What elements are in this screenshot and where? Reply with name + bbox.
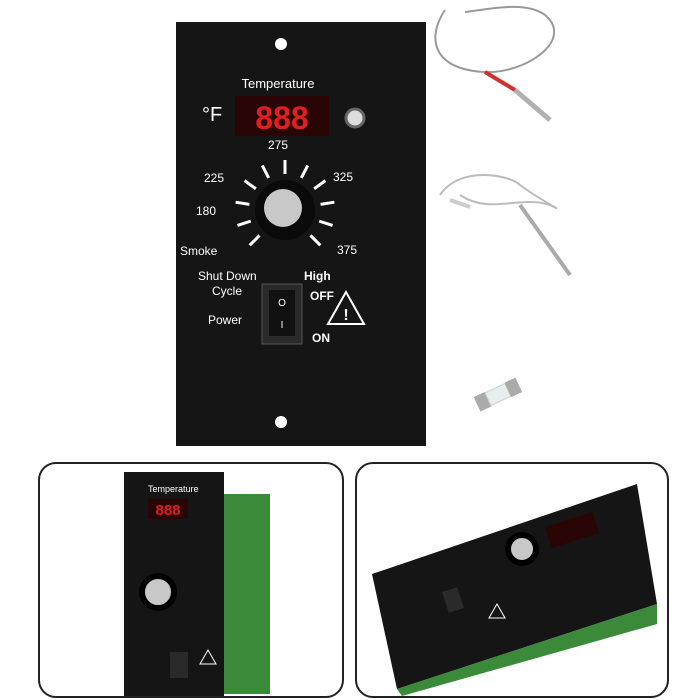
warning-icon: ! [326,289,366,325]
dial-label-375: 375 [337,243,357,257]
dial-tick [236,219,252,227]
led-display [235,96,329,136]
mount-hole-bottom [275,416,287,428]
fuse-image [473,377,523,412]
dial-tick [235,200,250,206]
side-view-photo: Temperature 888 [38,462,344,698]
rtd-probe-image [439,174,572,277]
dial-tick [243,179,257,191]
dial-tick [260,164,270,179]
dial-label-180: 180 [196,204,216,218]
dial-cap [264,189,302,227]
dial-tick [309,234,322,247]
switch-on-label: ON [312,331,330,345]
unit-label: °F [202,104,222,126]
shutdown-label-cycle: Cycle [212,284,242,298]
switch-off-glyph: O [278,298,286,309]
led-digits: 888 [255,100,308,136]
switch-rocker[interactable] [269,290,295,336]
switch-on-glyph: I [281,320,284,331]
angled-view-photo [355,462,669,698]
power-label: Power [208,313,242,327]
dial-tick [300,164,310,179]
svg-text:!: ! [343,307,348,324]
dial-label-high: High [304,269,331,283]
temperature-label: Temperature [242,76,315,91]
dial-label-325: 325 [333,170,353,184]
svg-text:Temperature: Temperature [148,484,199,494]
dial-tick [320,200,335,206]
dial-tick [313,179,327,191]
dial-label-225: 225 [204,171,224,185]
dial-label-275: 275 [268,138,288,152]
mount-hole-top [275,38,287,50]
dial-tick [248,234,261,247]
shutdown-label: Shut Down [198,269,257,283]
meat-probe-jack[interactable] [344,107,366,129]
dial-tick [318,219,334,227]
switch-off-label: OFF [310,289,334,303]
dial-label-smoke: Smoke [180,244,218,258]
svg-text:888: 888 [155,502,180,519]
control-panel-image: Temperature °F 888 Smoke 180 225 275 325… [176,22,426,446]
temperature-probe-image [434,5,555,122]
